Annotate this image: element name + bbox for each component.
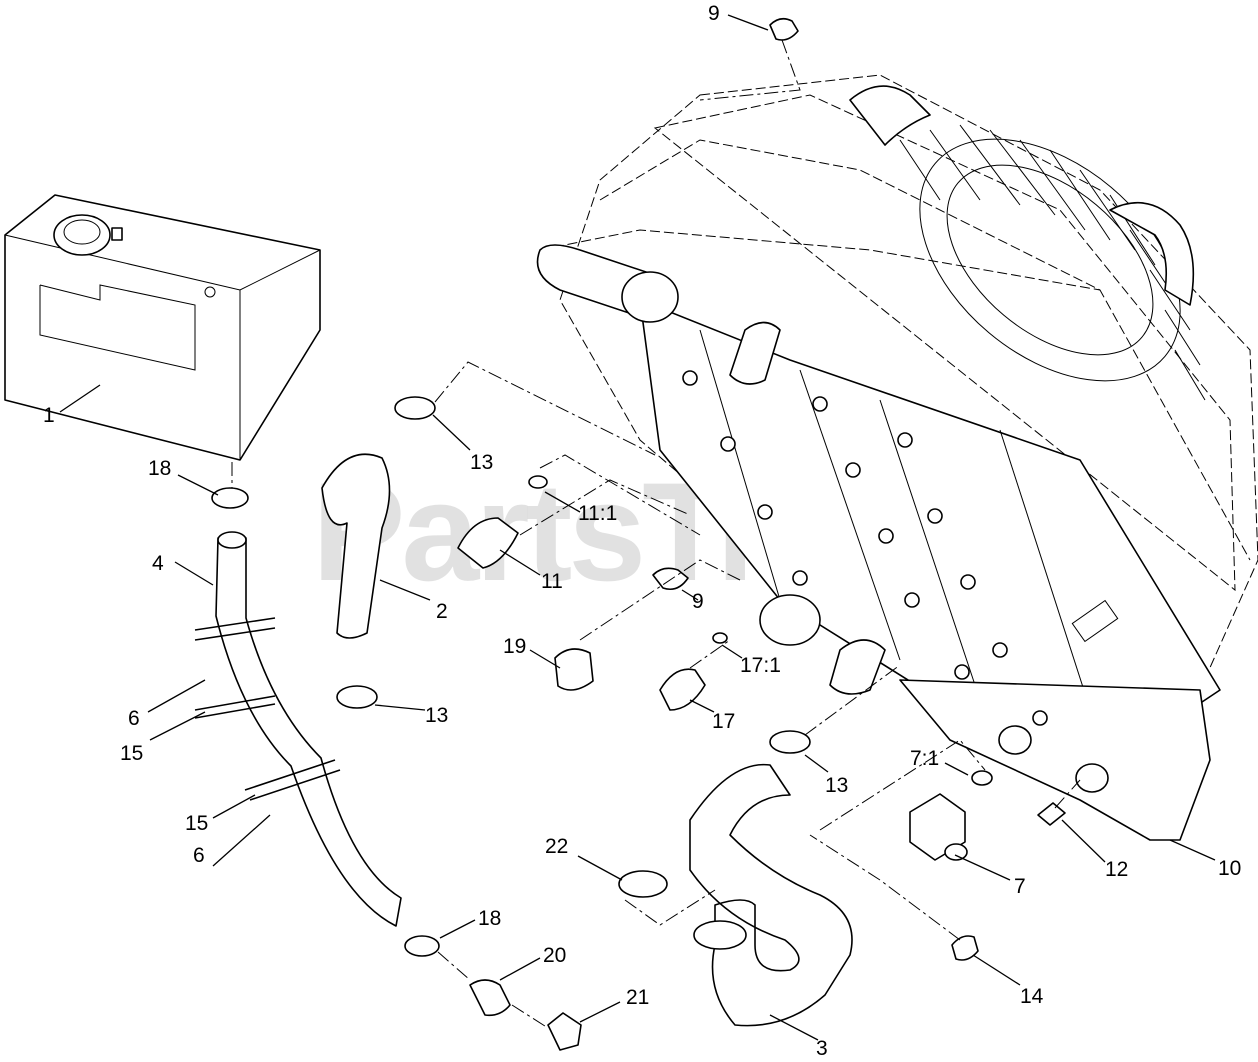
o-ring-11-1: [528, 475, 548, 489]
p-clip-19: [554, 648, 594, 691]
hose-3: [689, 763, 853, 1027]
shroud-inner-edge: [539, 229, 1101, 291]
callout-11-1: 11:1: [578, 502, 617, 525]
callout-7: 7: [1014, 875, 1026, 898]
o-ring-7-1: [971, 770, 993, 786]
upper-inlet-port: [621, 271, 679, 323]
tank-body: [4, 194, 321, 461]
strap-clamps: [194, 617, 341, 801]
bottom-port-left: [998, 725, 1032, 755]
callout-17-1: 17:1: [740, 654, 781, 677]
tank-cap-top: [63, 219, 101, 245]
o-ring-17-1: [712, 632, 728, 644]
outlet-stub-lower: [829, 639, 886, 695]
p-clip-9-upper: [769, 17, 799, 41]
callout-15-lower: 15: [185, 812, 208, 835]
fan-ring: [919, 138, 1181, 382]
coil-hatch: [899, 124, 1206, 401]
callout-14: 14: [1020, 985, 1044, 1008]
callout-10: 10: [1218, 857, 1241, 880]
radiator-bolts: [682, 370, 1048, 726]
callout-18-upper: 18: [148, 457, 171, 480]
elbow-fitting-17: [659, 668, 706, 711]
core-rib-2: [799, 369, 901, 661]
tank-cap: [53, 214, 111, 256]
callout-11: 11: [541, 570, 563, 593]
lower-outlet-port: [759, 594, 821, 646]
assembly-lines: [231, 39, 1081, 1029]
callout-2: 2: [436, 600, 448, 623]
shroud-outline: [559, 74, 1258, 761]
callout-21: 21: [626, 986, 649, 1009]
callout-9-upper: 9: [708, 2, 720, 25]
callout-20: 20: [543, 944, 566, 967]
clamp-18-upper: [211, 487, 249, 509]
callout-labels: 1 2 3 4 6 6 7 7:1 9 9 10 11 11:1 12 13 1…: [43, 2, 1241, 1060]
core-rib-3: [879, 399, 981, 701]
outlet-stub-upper: [729, 321, 781, 385]
bottom-port-right: [1075, 763, 1109, 793]
callout-4: 4: [152, 552, 164, 575]
callout-13-lower: 13: [425, 704, 448, 727]
tank-mount-hole: [204, 286, 216, 298]
clamp-13-lower: [336, 685, 378, 709]
callout-1: 1: [43, 404, 55, 427]
shroud-mid-edge: [599, 139, 1251, 561]
shroud-top-edge: [653, 94, 1236, 592]
clamp-13-upper: [394, 396, 436, 420]
hose-4-end: [217, 531, 247, 549]
callout-18-lower: 18: [478, 907, 501, 930]
tank-bracket: [39, 284, 196, 371]
hose-4: [215, 532, 402, 927]
hose-3-end: [693, 920, 747, 950]
callout-19: 19: [503, 635, 526, 658]
valve-7-port: [944, 843, 968, 861]
callout-7-1: 7:1: [910, 747, 939, 770]
callout-17: 17: [712, 710, 735, 733]
callout-22: 22: [545, 835, 568, 858]
radiator-bottom-frame: [899, 679, 1211, 841]
valve-7: [909, 793, 966, 861]
callout-15-upper: 15: [120, 742, 143, 765]
fan-guard-top: [849, 85, 931, 146]
fitting-12: [1037, 802, 1066, 826]
fitting-20: [469, 979, 511, 1017]
fan-core: [946, 164, 1154, 356]
fitting-21: [547, 1012, 582, 1051]
clamps: [194, 17, 1066, 1051]
callout-13-upper: 13: [470, 451, 493, 474]
coolant-tank: [4, 194, 321, 461]
fan-guard-right: [1109, 202, 1195, 306]
hose-2: [321, 453, 391, 639]
tank-vent: [111, 227, 123, 241]
callout-3: 3: [816, 1037, 828, 1060]
callout-6-lower: 6: [193, 844, 205, 867]
clamp-13-right: [769, 730, 811, 754]
leader-lines: [59, 14, 1216, 1041]
callout-9-lower: 9: [692, 590, 704, 613]
elbow-fitting-11: [457, 517, 519, 569]
clamp-18-lower: [404, 935, 440, 957]
callout-12: 12: [1105, 858, 1128, 881]
clamp-22: [618, 870, 668, 898]
radiator-assembly: [536, 74, 1258, 841]
callout-6-upper: 6: [128, 707, 140, 730]
callout-13-right: 13: [825, 774, 848, 797]
core-rib-1: [699, 329, 781, 601]
core-label-plate: [1071, 599, 1119, 643]
